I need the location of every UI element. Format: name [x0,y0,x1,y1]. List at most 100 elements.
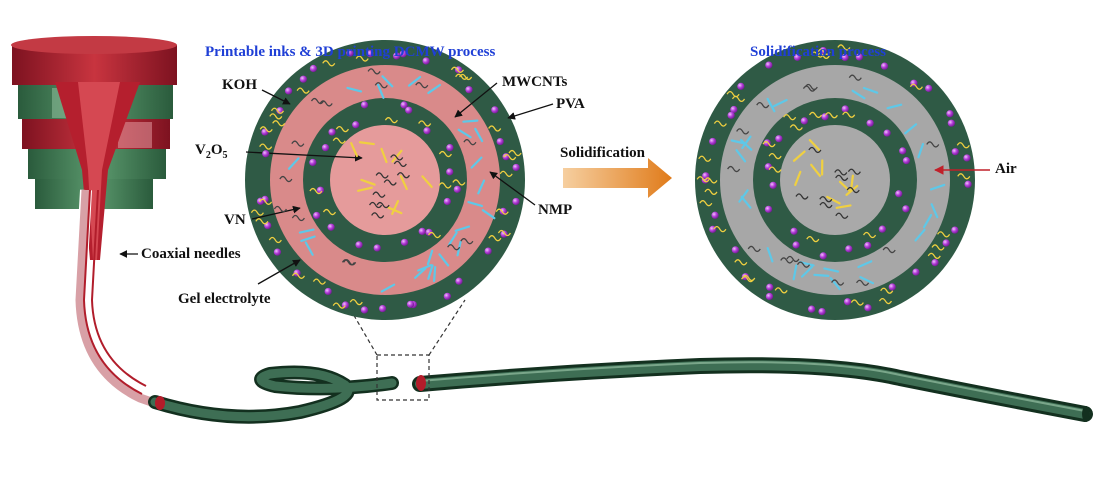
koh-particle [513,164,520,171]
koh-particle [313,212,320,219]
koh-particle [765,163,772,170]
koh-particle [864,304,871,311]
koh-particle [455,278,462,285]
koh-particle [899,147,906,154]
gel-electrolyte-label: Gel electrolyte [178,292,271,307]
koh-particle [454,186,461,193]
koh-particle [322,144,329,151]
solidification-label: Solidification [560,146,645,161]
koh-particle [845,245,852,252]
koh-particle [309,159,316,166]
koh-particle [737,83,744,90]
koh-particle [963,154,970,161]
koh-particle [285,87,292,94]
printed-fiber [155,362,1090,422]
koh-particle [261,128,268,135]
koh-particle [879,226,886,233]
left-panel-title: Printable inks & 3D printing DCMW proces… [205,45,495,60]
koh-particle [842,105,849,112]
koh-particle [821,113,828,120]
vn-rod [434,267,435,281]
vn-rod [814,275,828,276]
koh-particle [419,228,426,235]
koh-particle [711,212,718,219]
koh-particle [310,65,317,72]
pva-label: PVA [556,97,585,112]
koh-particle [765,61,772,68]
koh-particle [361,306,368,313]
koh-particle [864,242,871,249]
mwcnts-label: MWCNTs [502,75,567,90]
koh-particle [352,121,359,128]
koh-particle [790,228,797,235]
koh-particle [881,63,888,70]
right-panel-title: Solidification process [750,45,886,60]
koh-particle [867,120,874,127]
koh-particle [844,298,851,305]
koh-particle [931,259,938,266]
koh-particle [732,246,739,253]
koh-particle [948,120,955,127]
koh-particle [808,306,815,313]
koh-particle [497,138,504,145]
v2o5-label: V2O5 [195,143,228,158]
koh-particle [485,247,492,254]
koh-particle [355,241,362,248]
solidified-cross-section [695,40,975,320]
koh-particle [912,268,919,275]
koh-particle [325,288,332,295]
koh-particle [925,85,932,92]
koh-particle [407,301,414,308]
v2o5-sub-2: 2 [206,150,211,161]
koh-particle [884,129,891,136]
koh-particle [952,148,959,155]
koh-particle [262,150,269,157]
koh-particle [902,205,909,212]
v2o5-o: O [211,142,223,158]
solidification-arrow-shape [563,158,672,198]
koh-particle [728,112,735,119]
koh-particle [801,117,808,124]
koh-particle [401,239,408,246]
v2o5-sub-5: 5 [223,150,228,161]
fiber-cross-section [155,396,165,410]
koh-particle [328,224,335,231]
koh-particle [889,283,896,290]
koh-particle [512,198,519,205]
coaxial-needle-assembly [11,36,177,405]
vn-label: VN [224,213,246,228]
koh-particle [818,308,825,315]
core-ink [330,125,440,235]
koh-particle [405,107,412,114]
koh-particle [300,76,307,83]
koh-particle [444,293,451,300]
koh-particle [379,305,386,312]
koh-particle [264,222,271,229]
koh-particle [274,249,281,256]
koh-particle [820,252,827,259]
koh-particle [374,244,381,251]
koh-particle [361,101,368,108]
koh-particle [444,198,451,205]
koh-particle [446,144,453,151]
koh-particle [328,128,335,135]
koh-label: KOH [222,78,257,93]
air-label: Air [995,162,1017,177]
koh-particle [446,168,453,175]
solidification-arrow [563,158,672,198]
koh-particle [465,86,472,93]
koh-particle [793,241,800,248]
koh-particle [709,138,716,145]
fiber-cut-end [416,375,426,391]
koh-particle [491,106,498,113]
koh-particle [895,190,902,197]
needle-shell-top [11,36,177,54]
koh-particle [765,206,772,213]
koh-particle [775,135,782,142]
koh-particle [946,110,953,117]
fiber-end [1082,406,1090,422]
koh-particle [770,182,777,189]
koh-particle [423,127,430,134]
